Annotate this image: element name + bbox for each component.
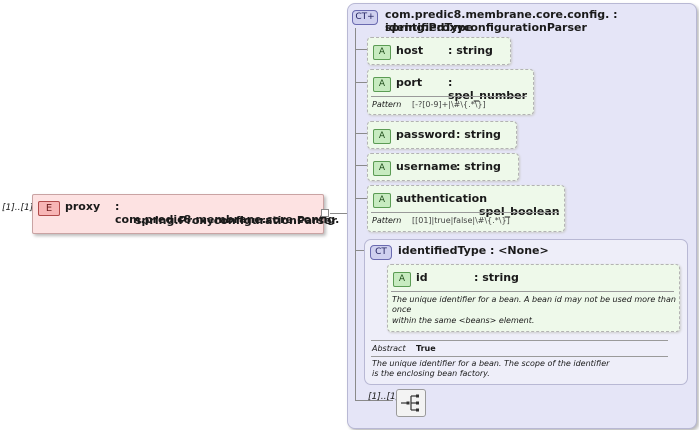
attribute-name: port	[396, 76, 423, 89]
divider	[371, 212, 559, 213]
attribute-name: host	[396, 44, 424, 57]
complex-type-badge: CT+	[352, 10, 378, 25]
connector-line	[330, 213, 347, 214]
attribute-name: password	[396, 128, 456, 141]
attribute-host[interactable]: A host : string	[367, 37, 511, 65]
attribute-badge: A	[373, 77, 391, 92]
inner-complex-type-badge: CT	[370, 245, 392, 260]
complex-type-title-line1: com.predic8.membrane.core.config. : iden…	[385, 8, 618, 34]
attribute-type: : string	[474, 271, 519, 284]
attribute-port[interactable]: A port : spel_number Pattern [-?[0-9]+|\…	[367, 69, 534, 115]
branch-authentication	[355, 198, 367, 199]
attribute-name: id	[416, 271, 428, 284]
element-type-line2: spring.ProxyconfigurationParser	[135, 214, 337, 227]
inner-complex-type-title: identifiedType : <None>	[398, 244, 549, 257]
attribute-id[interactable]: A id : string The unique identifier for …	[387, 264, 680, 332]
attribute-type: : string	[456, 160, 501, 173]
divider	[371, 96, 527, 97]
element-name: proxy	[65, 200, 101, 213]
expand-toggle[interactable]	[321, 209, 329, 217]
attribute-type: : spel_number	[448, 76, 528, 102]
attribute-type: : string	[448, 44, 493, 57]
branch-password	[355, 133, 367, 134]
attribute-authentication[interactable]: A authentication : spel_boolean Pattern …	[367, 185, 565, 232]
element-proxy[interactable]: E proxy : com.predic8.membrane.core.conf…	[32, 194, 339, 234]
facet-label: Pattern	[372, 100, 402, 109]
inner-complex-type[interactable]: CT identifiedType : <None> A id : string…	[364, 239, 688, 385]
attribute-badge: A	[373, 45, 391, 60]
attribute-username[interactable]: A username : string	[367, 153, 519, 181]
facet-value: [[01]|true|false|\#\{.*\}]	[412, 216, 510, 225]
abstract-value: True	[416, 344, 436, 353]
abstract-label: Abstract	[372, 344, 406, 353]
sequence-icon[interactable]	[396, 389, 426, 417]
doc-line: The unique identifier for a bean. A bean…	[392, 295, 676, 304]
doc-line: once	[392, 305, 412, 314]
attribute-badge: A	[373, 161, 391, 176]
branch-port	[355, 82, 367, 83]
attribute-type: : string	[456, 128, 501, 141]
branch-username	[355, 165, 367, 166]
branch-sequence	[355, 400, 393, 401]
attribute-name: username	[396, 160, 458, 173]
attribute-name: authentication	[396, 192, 488, 205]
doc-line: The unique identifier for a bean. The sc…	[372, 359, 610, 368]
branch-inner	[355, 250, 364, 251]
attribute-badge: A	[393, 272, 411, 287]
attribute-type: : spel_boolean	[479, 192, 560, 218]
tree-line	[355, 28, 356, 400]
facet-value: [-?[0-9]+|\#\{.*\}]	[412, 100, 486, 109]
facet-label: Pattern	[372, 216, 402, 225]
divider	[371, 340, 668, 341]
branch-host	[355, 49, 367, 50]
divider	[371, 356, 668, 357]
attribute-badge: A	[373, 193, 391, 208]
complex-type-title-line2: spring.ProxyconfigurationParser	[385, 21, 587, 34]
attribute-badge: A	[373, 129, 391, 144]
doc-line: is the enclosing bean factory.	[372, 369, 490, 378]
doc-line: within the same <beans> element.	[392, 316, 535, 325]
element-type-line1: : com.predic8.membrane.core.config.	[115, 200, 340, 226]
attribute-password[interactable]: A password : string	[367, 121, 517, 149]
element-multiplicity: [1]..[1]	[2, 203, 34, 213]
divider	[391, 291, 674, 292]
element-badge: E	[38, 201, 60, 216]
sequence-icon	[401, 394, 419, 412]
sequence-multiplicity: [1]..[1]	[368, 392, 400, 402]
